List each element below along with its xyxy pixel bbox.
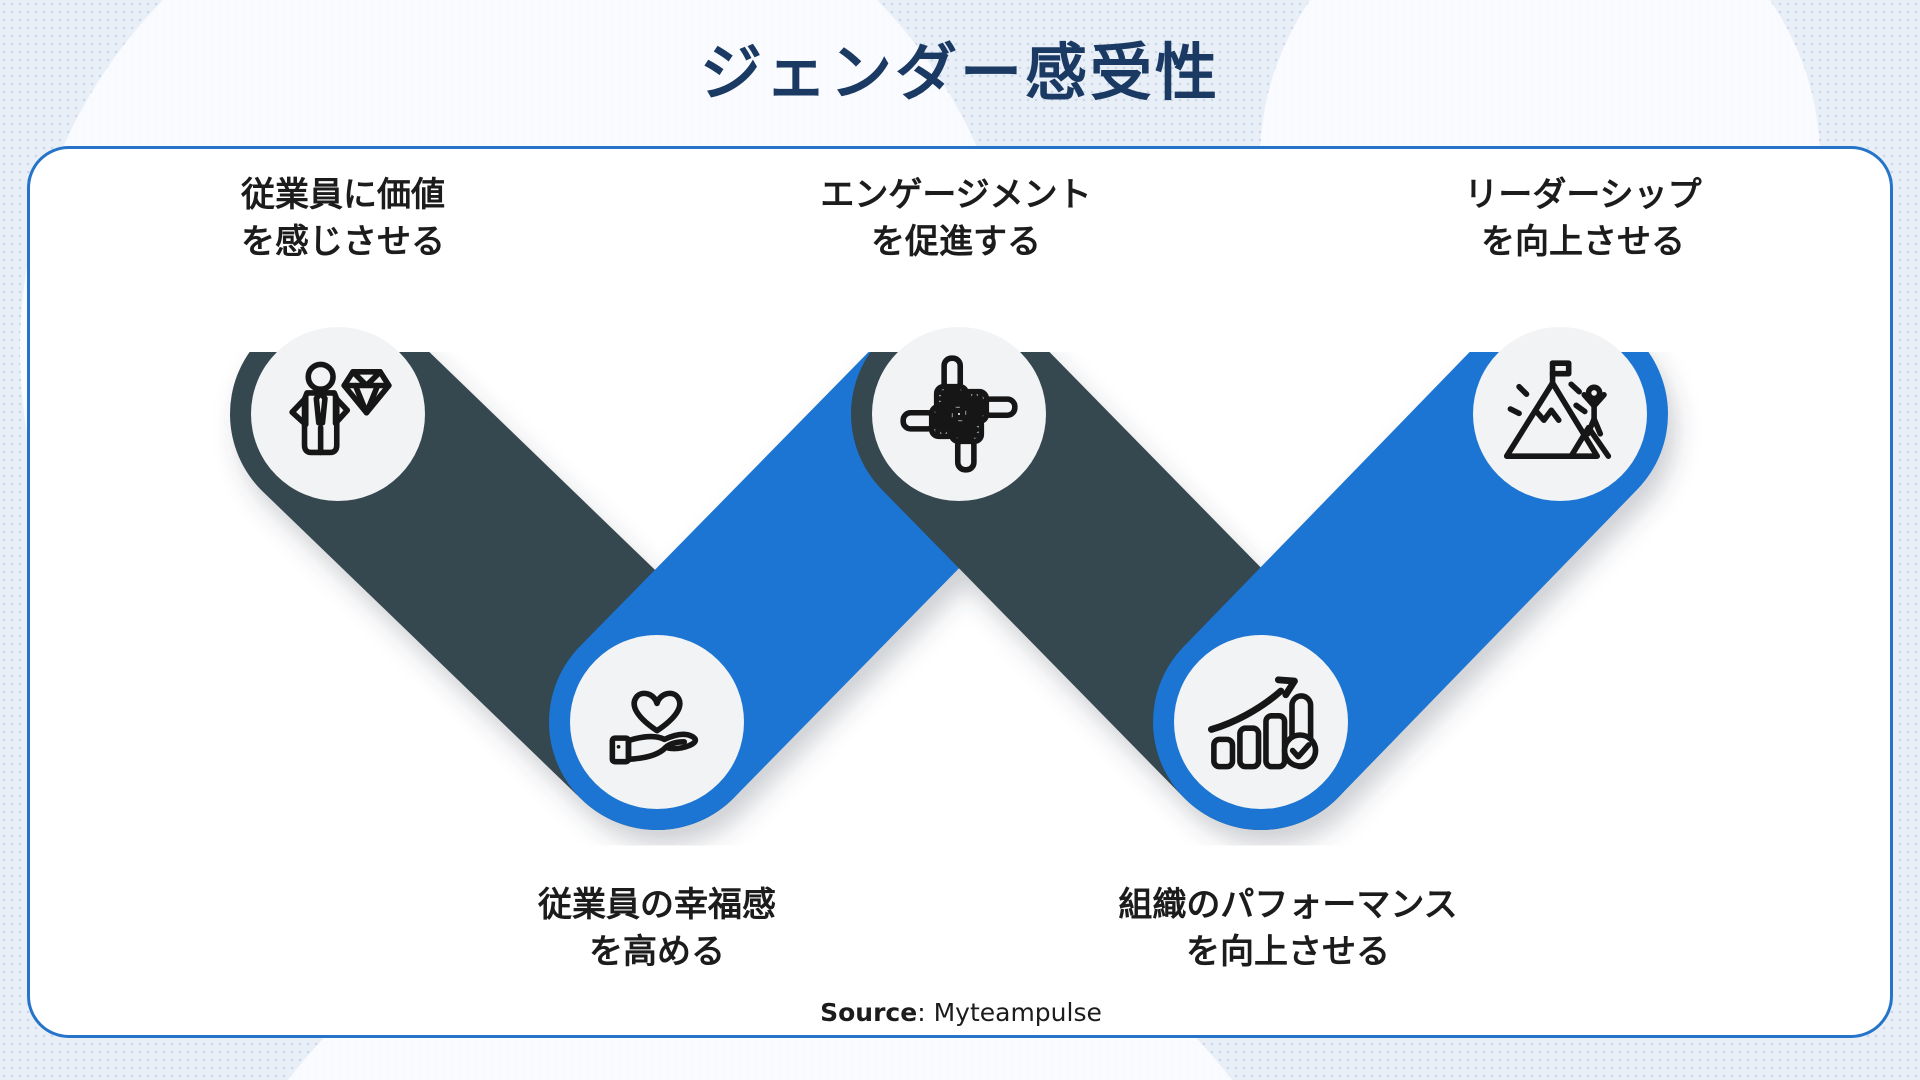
step-label-2-line1: 従業員の幸福感 bbox=[538, 885, 776, 925]
step-label-1-line1: 従業員に価値 bbox=[241, 175, 445, 215]
step-label-1-line2: を感じさせる bbox=[241, 222, 445, 262]
step-circle-3 bbox=[872, 327, 1046, 501]
step-label-4: 組織のパフォーマンス を向上させる bbox=[1118, 882, 1457, 976]
source-note: Source: Myteampulse bbox=[820, 998, 1102, 1027]
step-label-5: リーダーシップ を向上させる bbox=[1464, 172, 1701, 266]
step-label-2-line2: を高める bbox=[589, 932, 725, 972]
step-label-1: 従業員に価値 を感じさせる bbox=[241, 172, 445, 266]
step-label-3-line1: エンゲージメント bbox=[820, 175, 1092, 215]
growth-chart-icon bbox=[1207, 676, 1319, 770]
step-label-5-line1: リーダーシップ bbox=[1464, 175, 1702, 215]
step-label-5-line2: を向上させる bbox=[1480, 222, 1685, 262]
step-label-3: エンゲージメント を促進する bbox=[820, 172, 1091, 266]
page-title: ジェンダー感受性 bbox=[699, 36, 1220, 109]
content-panel bbox=[27, 146, 1893, 1038]
heart-in-hand-icon bbox=[609, 690, 699, 765]
person-diamond-icon bbox=[289, 361, 392, 456]
step-label-4-line2: を向上させる bbox=[1185, 932, 1390, 972]
mountain-flag-icon bbox=[1503, 360, 1612, 459]
step-circle-5 bbox=[1473, 327, 1647, 501]
step-label-2: 従業員の幸福感 を高める bbox=[538, 882, 776, 976]
united-hands-icon bbox=[900, 355, 1018, 473]
source-label: Source bbox=[820, 998, 918, 1027]
step-label-3-line2: を促進する bbox=[870, 222, 1041, 262]
step-label-4-line1: 組織のパフォーマンス bbox=[1118, 885, 1458, 925]
step-circle-2 bbox=[570, 635, 744, 809]
source-value: : Myteampulse bbox=[917, 998, 1102, 1027]
step-circle-4 bbox=[1174, 635, 1348, 809]
